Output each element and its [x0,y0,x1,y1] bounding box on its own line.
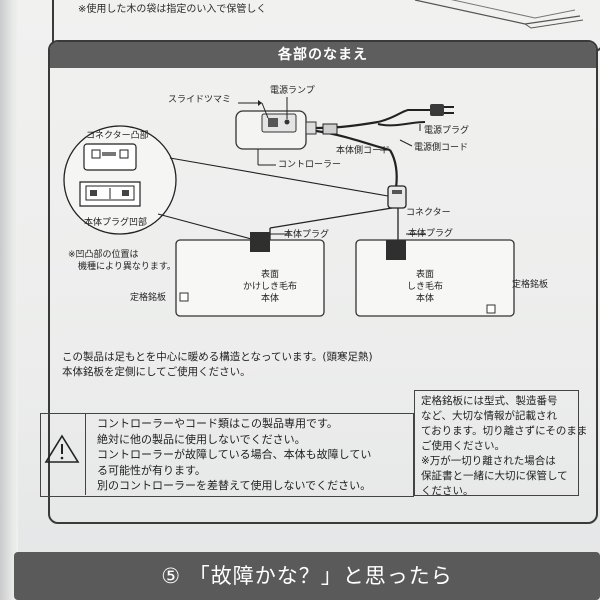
connector-label: コネクター [406,208,451,218]
position-note-line2: 機種により異なります。 [78,262,176,272]
notice-line5: ※万が一切り離された場合は [421,455,556,467]
body-plug-label-left: 本体プラグ [284,230,330,240]
right-blanket-type: しき毛布 [406,282,443,292]
notice-line6: 保証書と一緒に大切に保管して [421,470,568,482]
section-title: 各部のなまえ [50,42,596,68]
next-section-header: ⑤ 「故障かな？」と思ったら [14,552,600,600]
power-cord-label: 電源側コード [414,143,469,153]
body-plug-concave-label: 本体プラグ凹部 [84,218,148,228]
left-blanket-type: かけしき毛布 [242,282,297,292]
notice-line4: ご使用ください。 [421,440,505,452]
caution-line1: コントローラーやコード類はこの製品専用です。 [97,417,338,430]
right-blanket-body: 本体 [415,294,434,304]
position-note-line1: ※凹凸部の位置は [68,250,139,260]
caution-line3: コントローラーが故障している場合、本体も故障してい [97,448,372,461]
caution-line5: 別のコントローラーを差替えて使用しないでください。 [97,479,372,492]
caution-box [40,413,414,497]
body-plug-label-right: 本体プラグ [408,229,454,239]
next-section-title: ⑤ 「故障かな？」と思ったら [14,552,600,600]
page-edge [0,0,18,600]
notice-line2: など、大切な情報が記載され [421,410,557,422]
caption-line2: 本体銘板を定側にしてご使用ください。 [62,366,251,378]
section-heading: 「故障かな？」と思ったら [188,564,453,588]
previous-section-illustration [414,0,584,29]
power-plug-label: 電源プラグ [424,126,470,136]
rating-plate-notice-box [414,390,579,496]
caution-line4: る可能性が有ります。 [97,463,206,477]
notice-line1: 定格銘板には型式、製造番号 [421,395,558,407]
notice-line3: ております。切り離さずにそのまま [421,425,588,437]
rating-plate-label-left: 定格銘板 [130,293,167,303]
left-blanket-body: 本体 [260,294,279,304]
rating-plate-notice-text: 定格銘板には型式、製造番号 など、大切な情報が記載され ております。切り離さずに… [421,394,587,499]
parts-names-section: 各部のなまえ [48,40,598,524]
connector-convex-label: コネクター凸部 [86,131,149,141]
controller-illustration [235,110,317,150]
structure-caption: この製品は足もとを中心に暖める構造となっています。(頭寒足熱) 本体銘板を定側に… [62,350,373,380]
caution-line2: 絶対に他の製品に使用しないでください。 [97,432,306,446]
controller-label: コントローラー [278,160,342,170]
caption-line1: この製品は足もとを中心に暖める構造となっています。(頭寒足熱) [62,351,373,363]
caution-text: コントローラーやコード類はこの製品専用です。 絶対に他の製品に使用しないでくださ… [97,416,371,494]
notice-line7: ください。 [421,485,474,497]
body-cord-label: 本体側コード [336,146,391,156]
previous-section-note: ※使用した木の袋は指定のい入で保管しく [78,4,267,15]
power-lamp-label: 電源ランプ [270,86,315,96]
right-blanket-surface: 表面 [415,270,434,280]
section-number: ⑤ [161,564,182,588]
left-blanket-surface: 表面 [260,270,279,280]
slide-knob-label: スライドツマミ [168,95,232,105]
warning-triangle-icon [40,413,86,495]
rating-plate-label-right: 定格銘板 [512,280,549,290]
